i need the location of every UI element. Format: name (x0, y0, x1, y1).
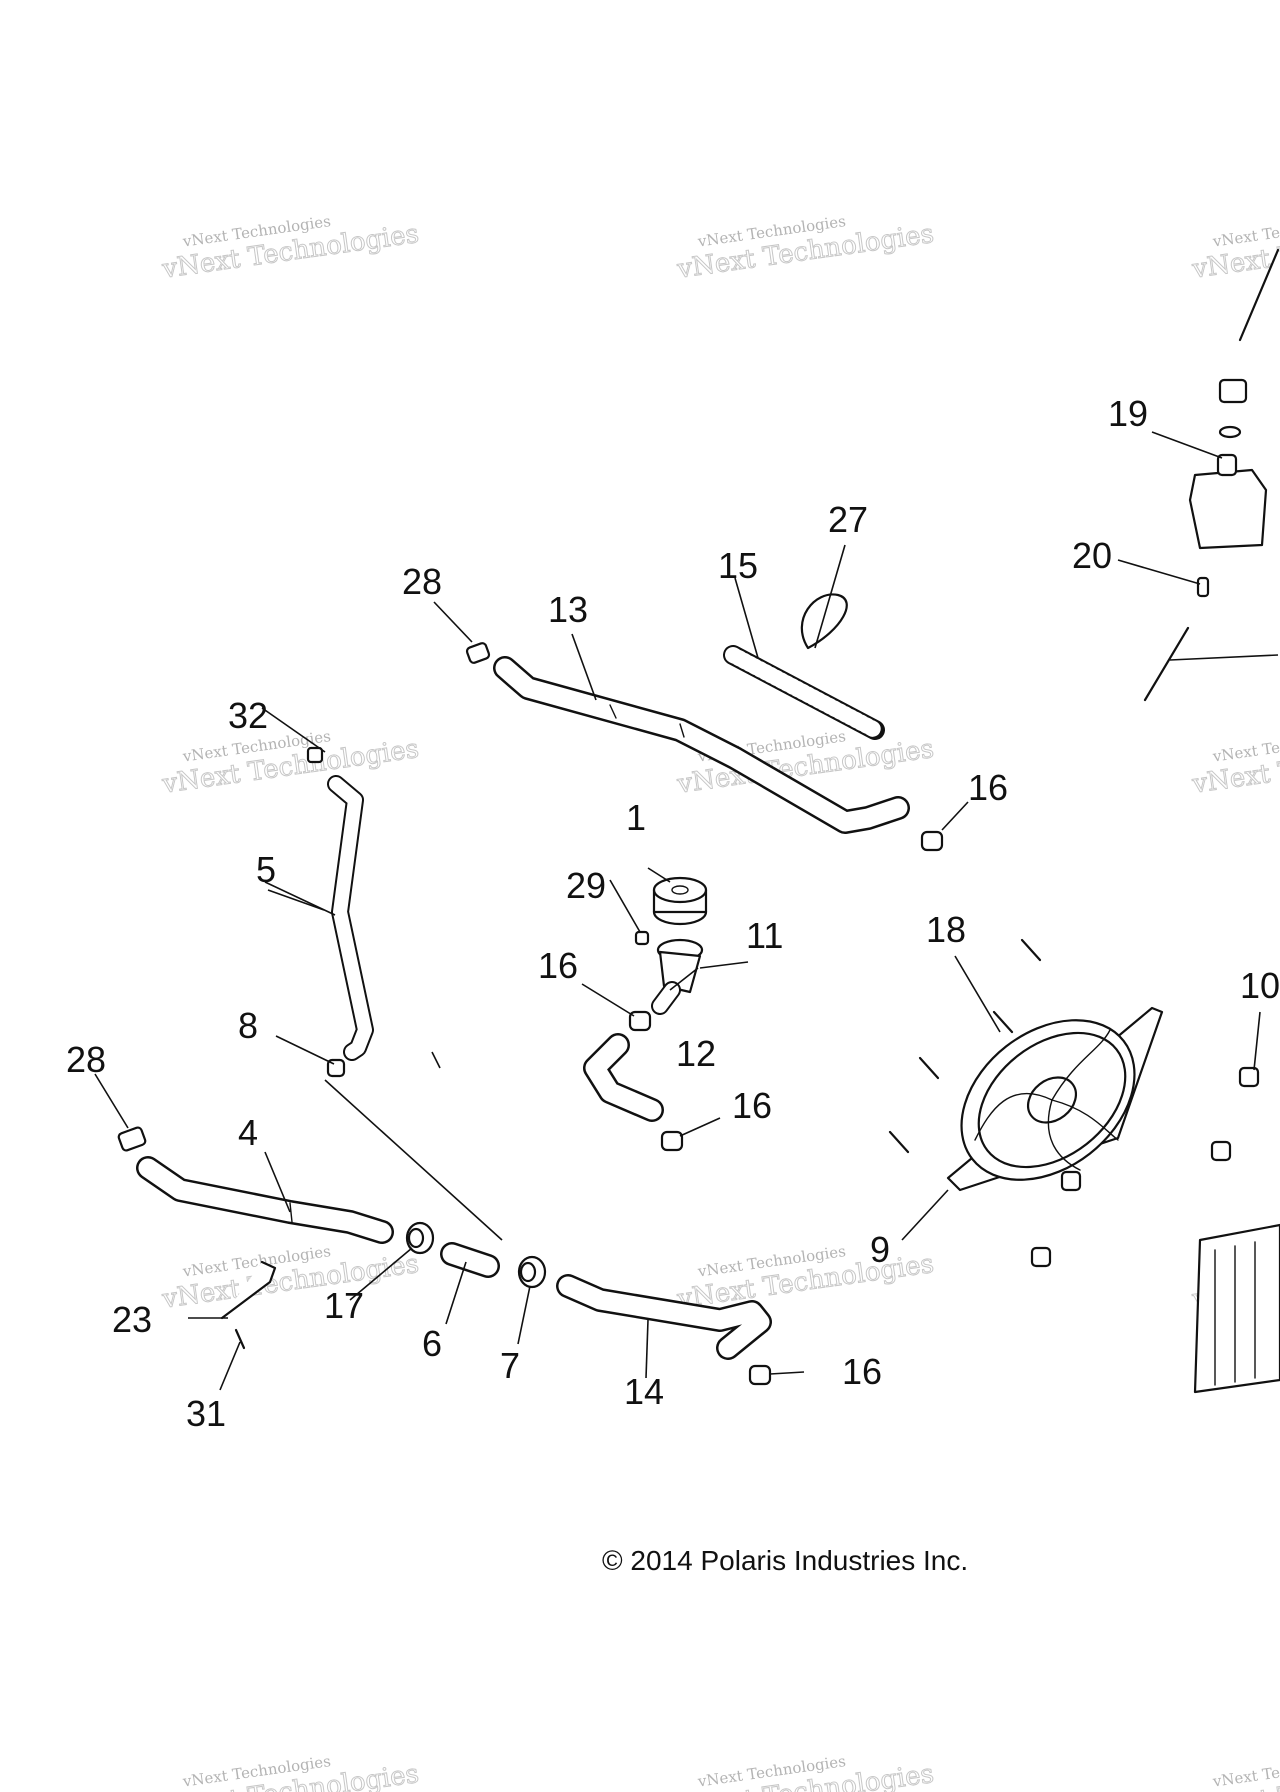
callout-13: 13 (548, 589, 588, 630)
callout-23: 23 (112, 1299, 152, 1340)
watermark: vNext Technologies vNext Technologies (1189, 212, 1280, 285)
callout-28-left: 28 (66, 1039, 106, 1080)
watermark: vNext Technologies vNext Technologies (1189, 727, 1280, 800)
callout-1: 1 (626, 797, 646, 838)
watermark: vNext Technologies vNext Technologies (159, 212, 421, 285)
callout-16-b: 16 (538, 945, 578, 986)
watermark: vNext Technologies vNext Technologies (1189, 1752, 1280, 1792)
part-connector-6 (440, 1242, 500, 1278)
callout-11: 11 (746, 915, 783, 956)
callout-31: 31 (186, 1393, 226, 1434)
callouts: 1 4 5 6 7 8 9 10 11 12 13 14 15 16 16 16… (66, 393, 1280, 1434)
part-bracket-23 (220, 1260, 277, 1320)
callout-5: 5 (256, 849, 276, 890)
callout-29: 29 (566, 865, 606, 906)
watermark: vNext Technologies vNext Technologies (159, 1752, 421, 1792)
callout-20: 20 (1072, 535, 1112, 576)
part-rod (1143, 626, 1190, 702)
callout-7: 7 (500, 1345, 520, 1386)
callout-8: 8 (238, 1005, 258, 1046)
callout-10: 10 (1240, 965, 1280, 1006)
callout-9: 9 (870, 1229, 890, 1270)
part-fan-9 (946, 1006, 1164, 1192)
callout-18: 18 (926, 909, 966, 950)
part-radiator (1193, 1223, 1280, 1394)
part-hose-4 (136, 1156, 394, 1244)
part-clamp-16-a (920, 830, 944, 852)
callout-4: 4 (238, 1112, 258, 1153)
callout-17: 17 (324, 1285, 364, 1326)
callout-16-a: 16 (968, 767, 1008, 808)
callout-16-c: 16 (732, 1085, 772, 1126)
part-bolts-18 (888, 938, 1042, 1154)
part-fitting-20 (1196, 576, 1210, 598)
leader-lines (94, 431, 1279, 1391)
watermark: vNext Technologies vNext Technologies (674, 212, 936, 285)
part-sleeve-15 (723, 645, 885, 740)
watermark: vNext Technologies vNext Technologies (674, 1242, 936, 1315)
part-clamp-8 (326, 1058, 346, 1078)
part-bolt-31 (234, 1328, 246, 1350)
callout-27: 27 (828, 499, 868, 540)
callout-6: 6 (422, 1323, 442, 1364)
callout-16-d: 16 (842, 1351, 882, 1392)
part-clip-29 (634, 930, 650, 946)
part-clamp-16-b (628, 1010, 652, 1032)
part-clamp-16-c (660, 1130, 684, 1152)
part-strap-27 (800, 593, 848, 650)
callout-15: 15 (718, 545, 758, 586)
part-cap-28-left (117, 1126, 147, 1152)
part-hose-12 (583, 1033, 664, 1122)
part-clamp-16-d (748, 1364, 772, 1386)
part-hose-13 (493, 656, 910, 834)
part-clamp-17 (405, 1221, 435, 1255)
callout-28-upper: 28 (402, 561, 442, 602)
callout-19: 19 (1108, 393, 1148, 434)
part-hose-5 (327, 775, 374, 1061)
part-clamp-7 (517, 1255, 547, 1289)
part-cap-28-upper (465, 642, 491, 664)
watermark: vNext Technologies vNext Technologies (159, 727, 421, 800)
part-clamp-32 (306, 746, 324, 764)
part-grommets-10 (1030, 1066, 1260, 1268)
part-radiator-cap-1 (652, 876, 708, 926)
callout-14: 14 (624, 1371, 664, 1412)
watermark: vNext Technologies vNext Technologies (674, 1752, 936, 1792)
callout-12: 12 (676, 1033, 716, 1074)
part-hose-14 (556, 1274, 772, 1360)
copyright-notice: © 2014 Polaris Industries Inc. (602, 1545, 968, 1576)
part-filler-neck-11 (651, 938, 704, 1015)
part-overflow-bottle-19 (1188, 248, 1280, 550)
callout-32: 32 (228, 695, 268, 736)
